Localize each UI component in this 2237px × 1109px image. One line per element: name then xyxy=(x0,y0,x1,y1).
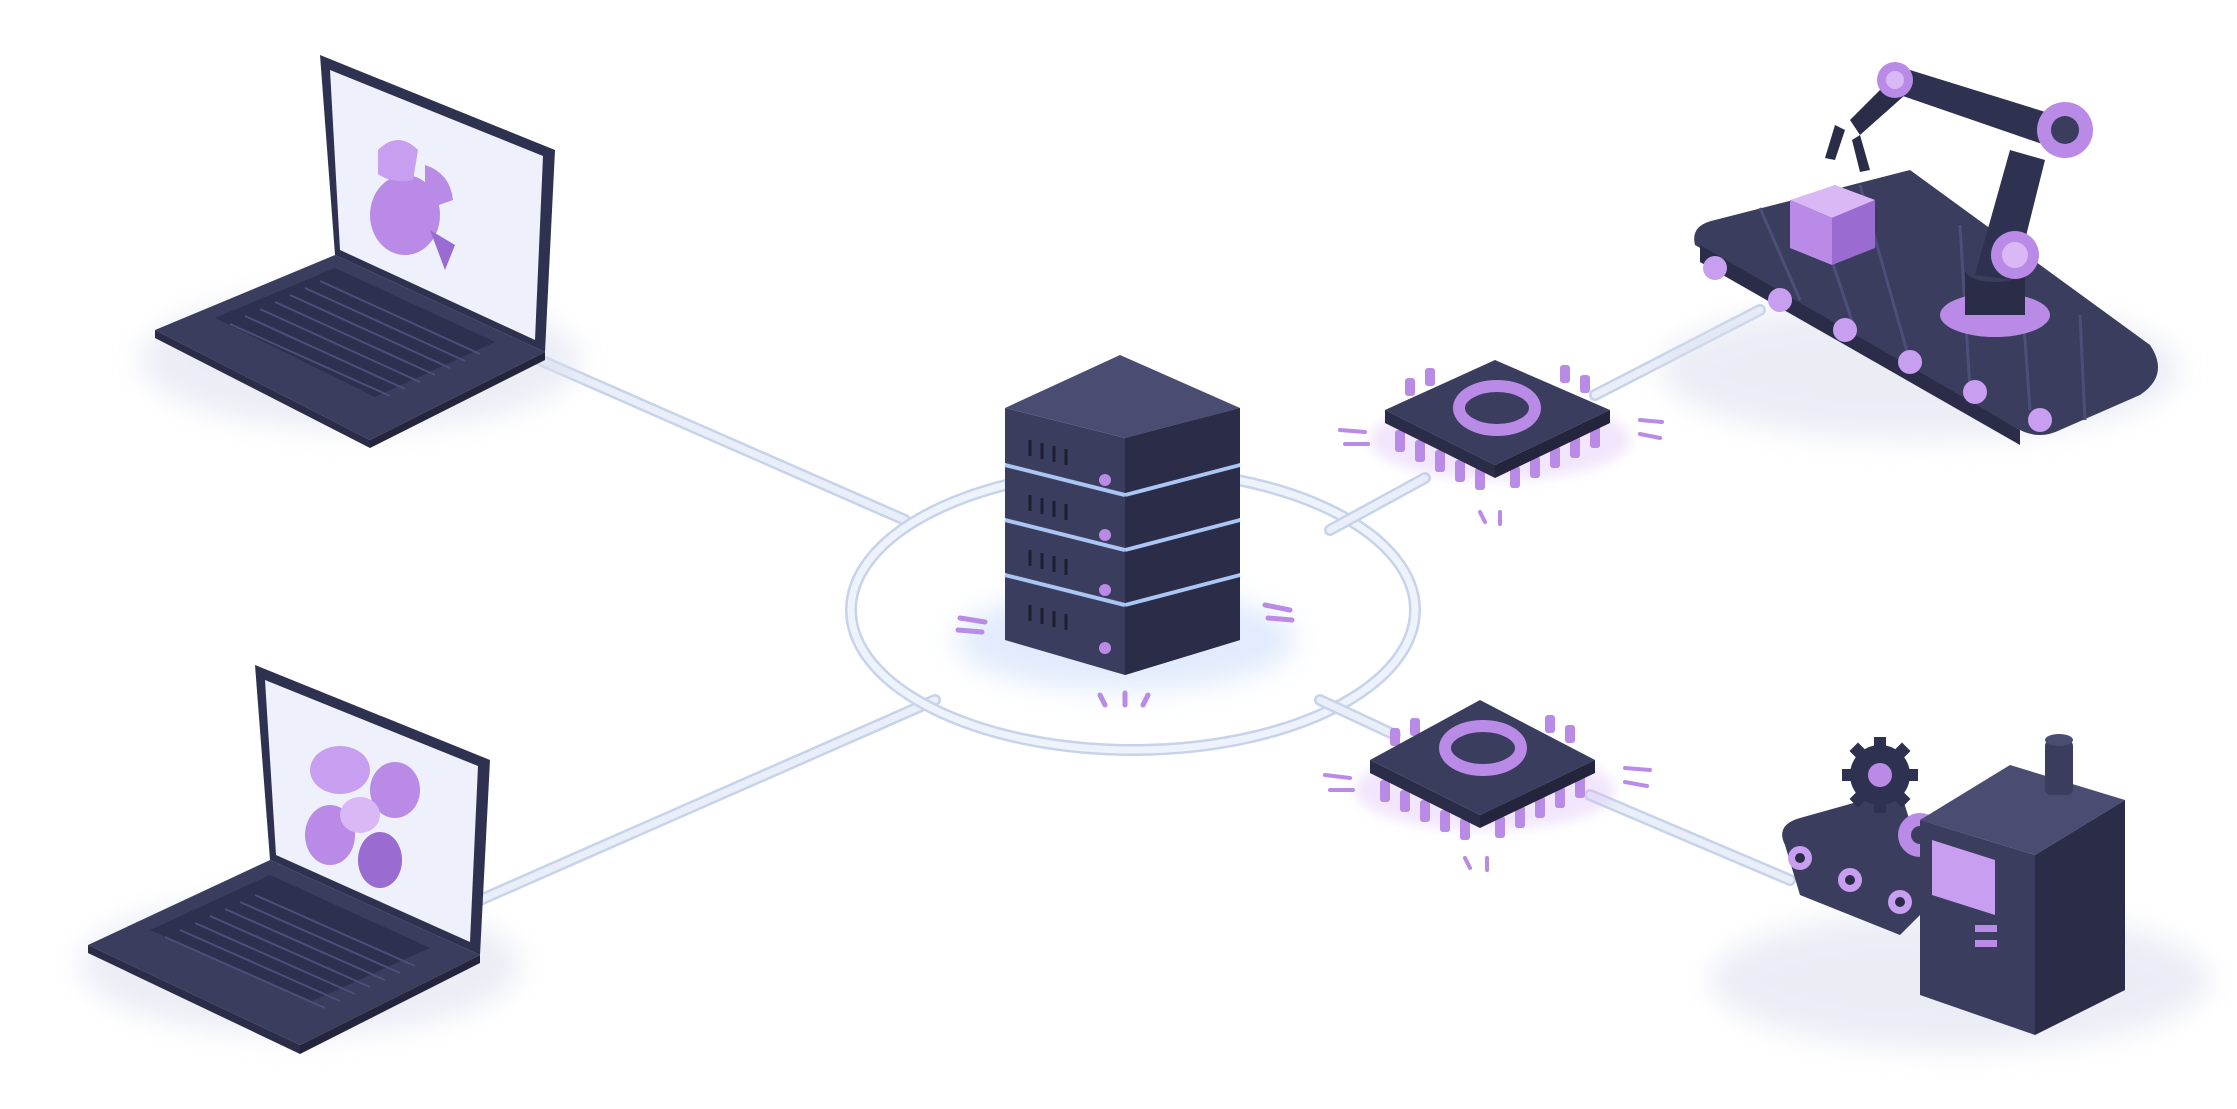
chip-bottom xyxy=(1323,700,1652,872)
cable-laptop-bottom-to-server xyxy=(474,694,941,906)
chip-bottom-body xyxy=(1370,700,1595,815)
laptop-bottom xyxy=(80,665,520,1054)
cable-laptop-top-to-server xyxy=(534,354,911,526)
server-unit-3 xyxy=(1005,520,1240,603)
machine-conveyor xyxy=(1782,790,1935,935)
server-vents xyxy=(1028,440,1068,630)
robot-arm xyxy=(1825,62,2093,337)
server-top xyxy=(1005,355,1240,438)
server-unit-1 xyxy=(1005,408,1240,493)
server xyxy=(955,355,1295,708)
ring-icon xyxy=(1453,380,1541,436)
pie-chart-icon xyxy=(370,140,455,270)
chip-bottom-pins xyxy=(1380,715,1585,840)
cable-chip-bottom-to-machine xyxy=(1584,789,1796,886)
cube-package xyxy=(1790,185,1875,265)
server-spark-marks xyxy=(955,602,1295,708)
server-unit-2 xyxy=(1005,465,1240,548)
chip-top-pins xyxy=(1395,365,1600,490)
conveyor-rollers xyxy=(1703,256,2052,432)
laptop-bottom-keyboard xyxy=(150,875,430,1009)
chip-top xyxy=(1338,360,1664,526)
server-unit-4 xyxy=(1005,575,1240,675)
ring-icon xyxy=(1439,720,1527,776)
machine-screen xyxy=(1932,840,1995,915)
flower-icon xyxy=(305,746,420,888)
chip-bottom-spark-marks xyxy=(1323,766,1652,872)
factory-machine xyxy=(1710,734,2210,1050)
robot-conveyor xyxy=(1660,62,2180,445)
chip-top-spark-marks xyxy=(1338,418,1664,526)
gear-icon xyxy=(1842,737,1918,813)
laptop-top xyxy=(140,55,580,448)
chip-top-body xyxy=(1385,360,1610,465)
laptop-top-keyboard xyxy=(215,268,495,397)
machine-cabinet xyxy=(1920,734,2125,1035)
cable-server-to-chip-top xyxy=(1324,472,1431,536)
cable-server-to-chip-bottom xyxy=(1314,694,1401,741)
